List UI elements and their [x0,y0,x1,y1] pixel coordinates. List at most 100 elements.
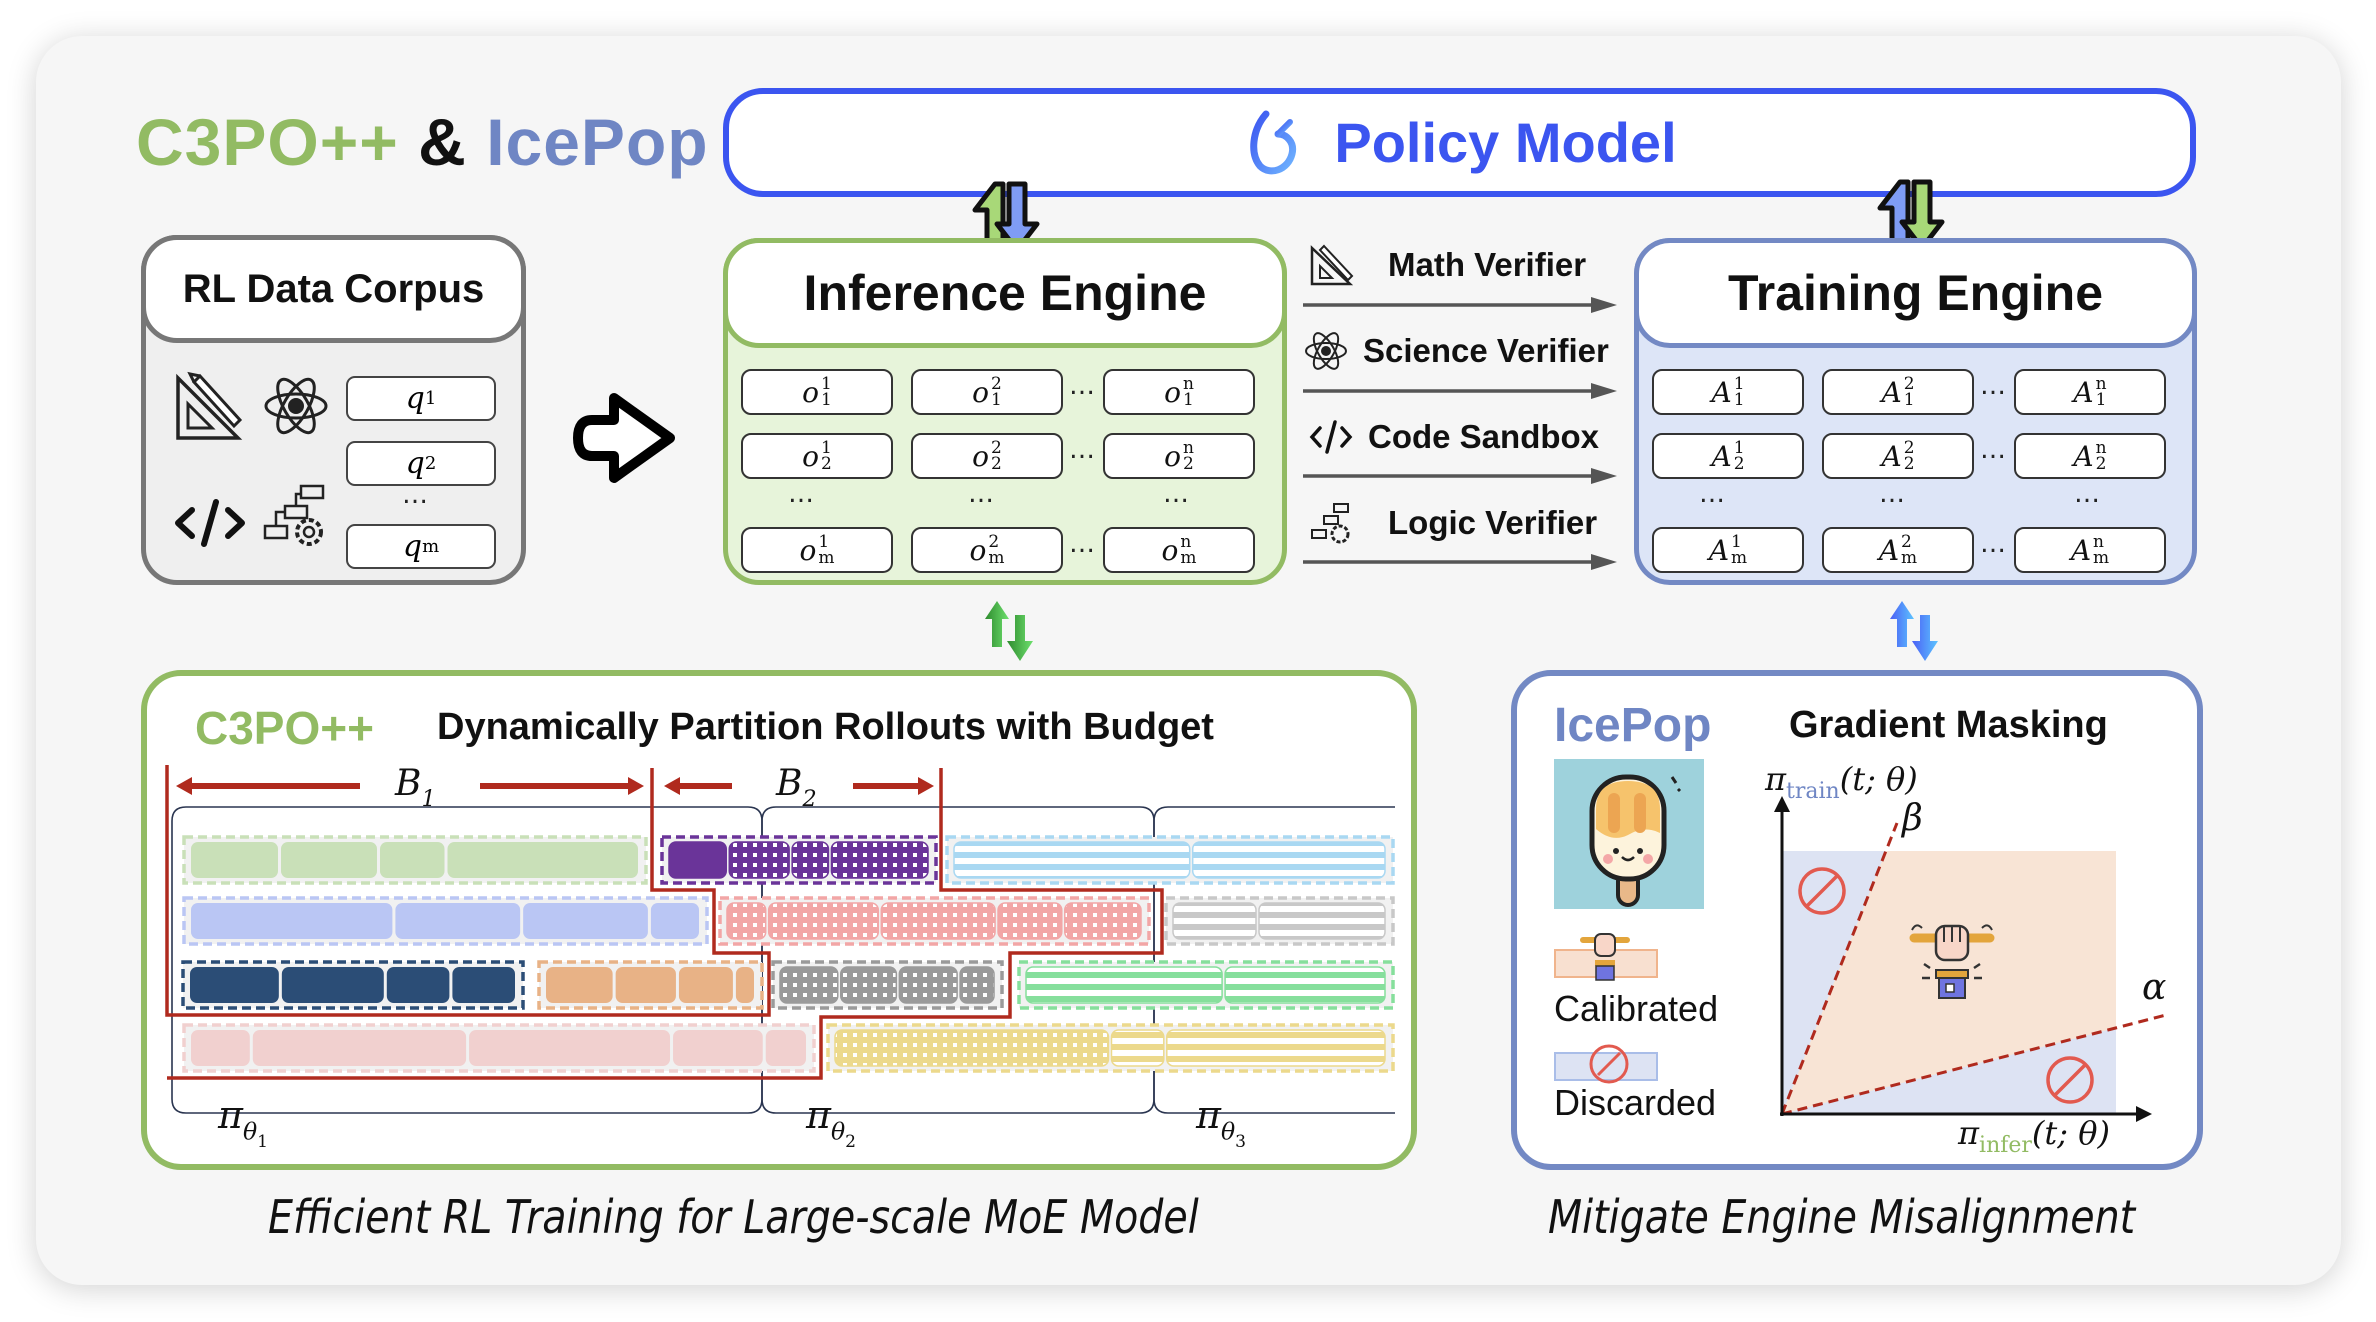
budget-2-arrow-right-head [918,777,934,795]
ellipsis: … [2074,479,2101,509]
prohibited-icon-slash [2053,1063,2087,1097]
code-icon [175,499,245,547]
ellipsis: … [1980,529,2007,559]
caption-right: Mitigate Engine Misalignment [1548,1190,2136,1244]
policy-model-label: Policy Model [1334,111,1677,174]
rollout-segment [1064,902,1142,940]
atom-icon [1305,332,1347,370]
verifier-label: Code Sandbox [1368,418,1600,455]
rollout-segment [191,903,393,939]
geometry-ruler-icon [176,371,243,440]
discarded-legend-label: Discarded [1554,1082,1717,1123]
budget-1-arrow-left-head [176,777,192,795]
figure-title: C3PO++ & IcePop [136,104,709,180]
rollout-segment [546,967,613,1003]
verifier-flow-arrow [1303,297,1617,313]
title-c3po: C3PO++ [136,105,399,179]
rl-data-corpus-title: RL Data Corpus [141,235,526,343]
rollout-segment [191,842,278,878]
verifier-science-verifier: Science Verifier [1303,326,1623,376]
logic-flow-gear-icon [263,484,325,546]
atom-icon [264,377,328,435]
ellipsis: … [1980,435,2007,465]
alpha-label: α [2142,967,2166,1008]
rollout-segment [779,966,839,1004]
ellipsis: … [1069,529,1096,559]
wrench-fist-icon [1909,924,1995,999]
rollout-segment [959,966,995,1004]
alpha-threshold-line [1781,1013,2167,1116]
prohibited-icon [1798,867,1846,915]
verifier-flow-arrow [1303,554,1617,570]
policy-version-label: πθ2 [805,1093,856,1152]
ellipsis: … [1069,435,1096,465]
rollout-segment [380,842,445,878]
rollout-segment [898,966,958,1004]
training-engine-title: Training Engine [1634,238,2197,348]
verifier-label: Logic Verifier [1388,504,1598,541]
rollout-segment [1025,966,1223,1004]
beta-label: β [1900,798,1923,839]
policy-region-frame [1153,806,1395,1114]
policy-logo-icon [1250,110,1297,174]
ellipsis: … [1699,479,1726,509]
ellipsis: … [1069,371,1096,401]
popsicle-mascot-icon [1554,759,1704,909]
rollout-segment [735,967,754,1003]
budget-1-boundary [165,765,771,1017]
prohibited-icon [1589,1044,1629,1084]
ellipsis: … [968,479,995,509]
rollout-segment [281,842,377,878]
rollout-segment [840,966,898,1004]
ellipsis: … [788,479,815,509]
budget-1-label: B1 [394,763,436,812]
rollout-segment [830,841,929,879]
rollout-segment [791,841,830,879]
rollout-segment [191,1030,250,1066]
rollout-segment [668,841,728,879]
y-axis-label: πtrain(t; θ) [1764,760,1918,804]
verifier-label: Science Verifier [1363,332,1609,369]
policy-region-frame [761,806,1155,1114]
rollout-segment [1224,966,1386,1004]
rollout-segment [1191,841,1386,879]
geometry-ruler-icon [1310,244,1354,286]
icepop-panel-title: Gradient Masking [1789,704,2108,746]
rollout-segment [767,902,880,940]
logic-flow-gear-icon [1311,503,1350,544]
rollout-segment [281,967,384,1003]
rollout-segment [1172,902,1257,940]
rollout-segment [190,967,279,1003]
policy-region-frame [171,806,763,1114]
c3po-panel-title: Dynamically Partition Rollouts with Budg… [437,706,1214,748]
budget-2-arrow-left-head [664,777,680,795]
verifier-label: Math Verifier [1388,246,1587,283]
rollout-segment [650,903,699,939]
icepop-badge: IcePop [1554,699,1712,752]
ellipsis: … [1980,371,2007,401]
code-icon [1309,420,1353,454]
title-ampersand: & [418,105,467,179]
ellipsis: … [402,480,429,510]
y-axis-arrowhead [1774,796,1790,812]
ellipsis: … [1163,479,1190,509]
inference-engine-title: Inference Engine [723,238,1287,348]
inference-c3po-sync-icon [985,601,1033,661]
rollout-segment [395,903,521,939]
verifier-code-sandbox: Code Sandbox [1308,412,1628,462]
rollout-segment [523,903,648,939]
rollout-segment [997,902,1063,940]
